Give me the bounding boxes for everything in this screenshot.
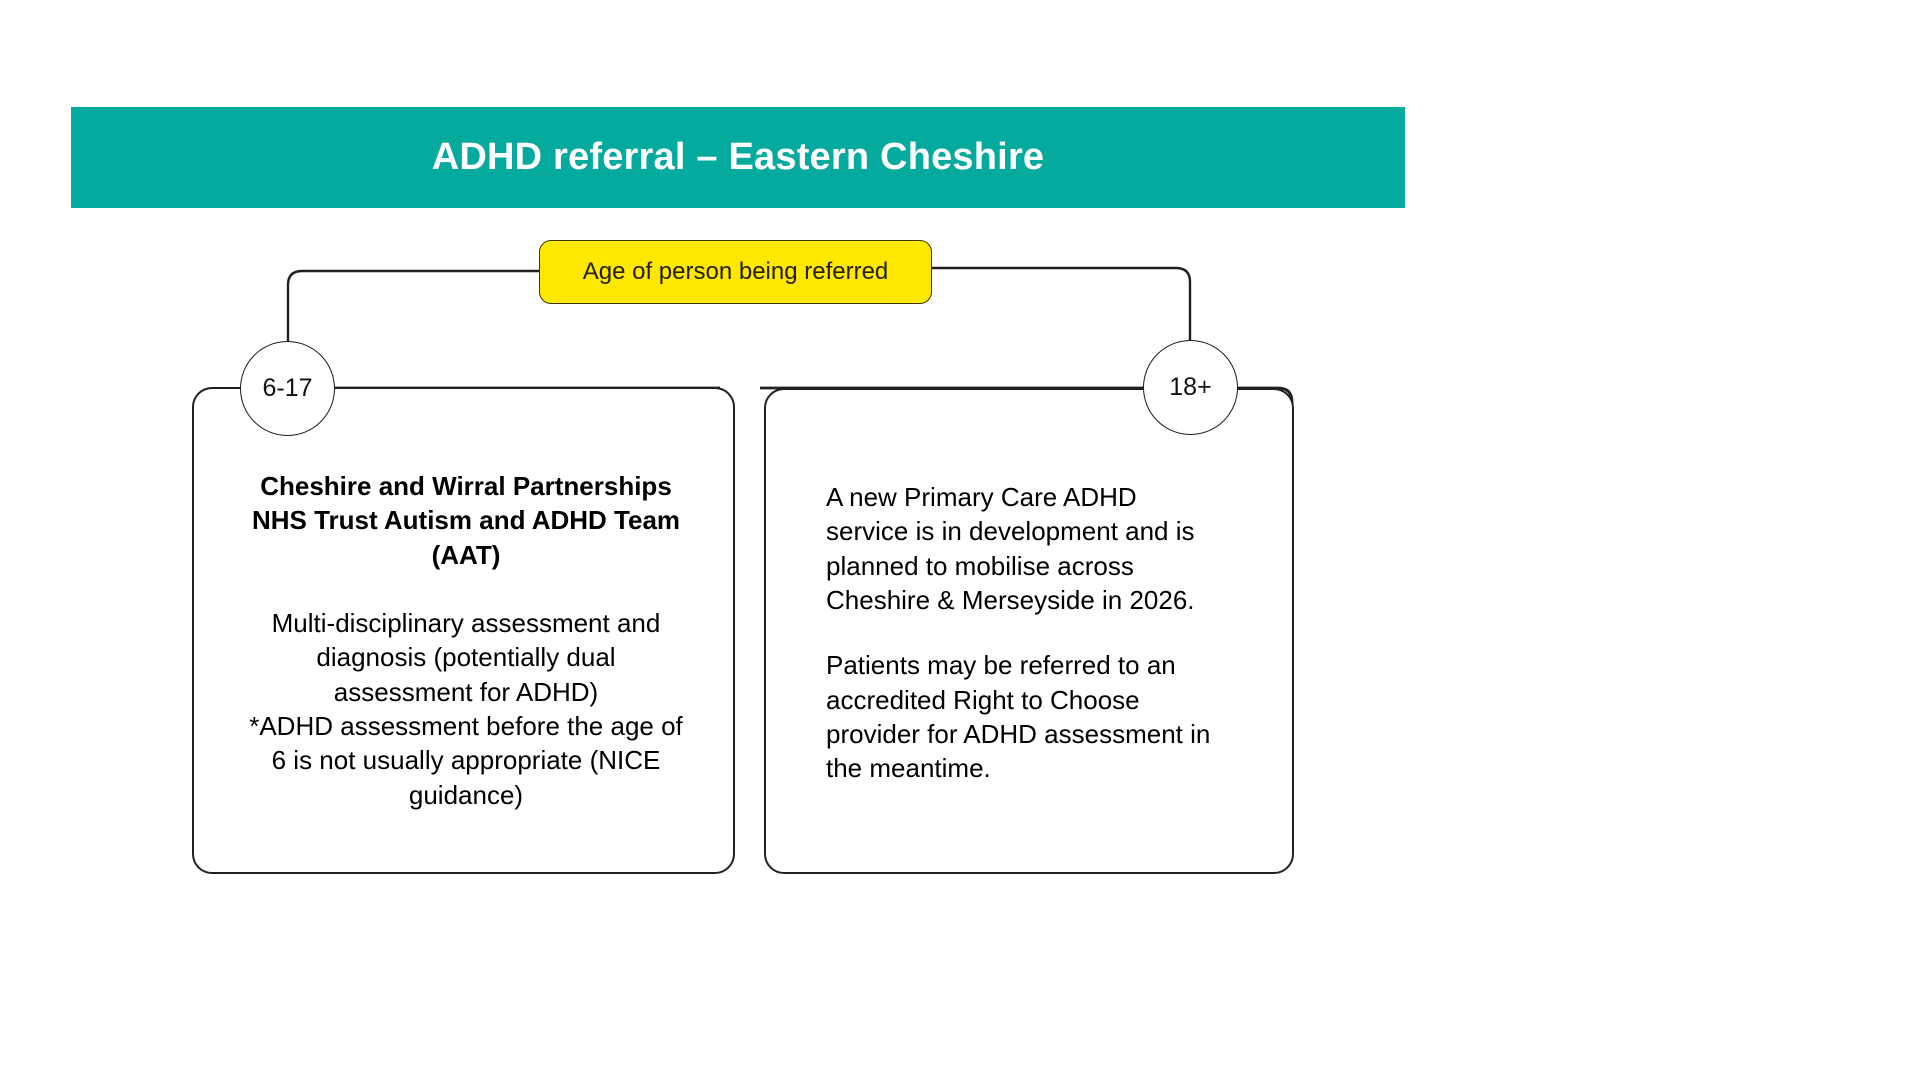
connector-left-branch <box>286 269 539 345</box>
outcome-6-17-paragraph-2: *ADHD assessment before the age of 6 is … <box>249 710 683 810</box>
branch-circle-6-17: 6-17 <box>240 341 335 436</box>
spacer <box>826 617 1226 648</box>
branch-circle-18-plus: 18+ <box>1143 340 1238 435</box>
spacer <box>246 572 686 606</box>
outcome-6-17-heading: Cheshire and Wirral Partnerships NHS Tru… <box>251 471 681 570</box>
outcome-box-18-plus-content: A new Primary Care ADHD service is in de… <box>826 480 1226 786</box>
decision-node-age: Age of person being referred <box>539 240 932 304</box>
title-banner: ADHD referral – Eastern Cheshire <box>71 107 1405 208</box>
branch-circle-18-plus-label: 18+ <box>1169 373 1212 401</box>
outcome-box-6-17-content: Cheshire and Wirral Partnerships NHS Tru… <box>246 469 686 812</box>
page-title: ADHD referral – Eastern Cheshire <box>431 135 1045 178</box>
outcome-18-plus-paragraph-2: Patients may be referred to an accredite… <box>826 650 1211 784</box>
branch-circle-6-17-label: 6-17 <box>262 374 313 402</box>
outcome-18-plus-paragraph-1: A new Primary Care ADHD service is in de… <box>826 482 1195 615</box>
decision-node-label: Age of person being referred <box>582 257 889 285</box>
outcome-6-17-paragraph-1: Multi-disciplinary assessment and diagno… <box>271 607 661 707</box>
outcome-box-18-plus: A new Primary Care ADHD service is in de… <box>764 388 1294 874</box>
connector-right-branch <box>932 266 1192 343</box>
outcome-box-6-17: Cheshire and Wirral Partnerships NHS Tru… <box>192 387 735 874</box>
